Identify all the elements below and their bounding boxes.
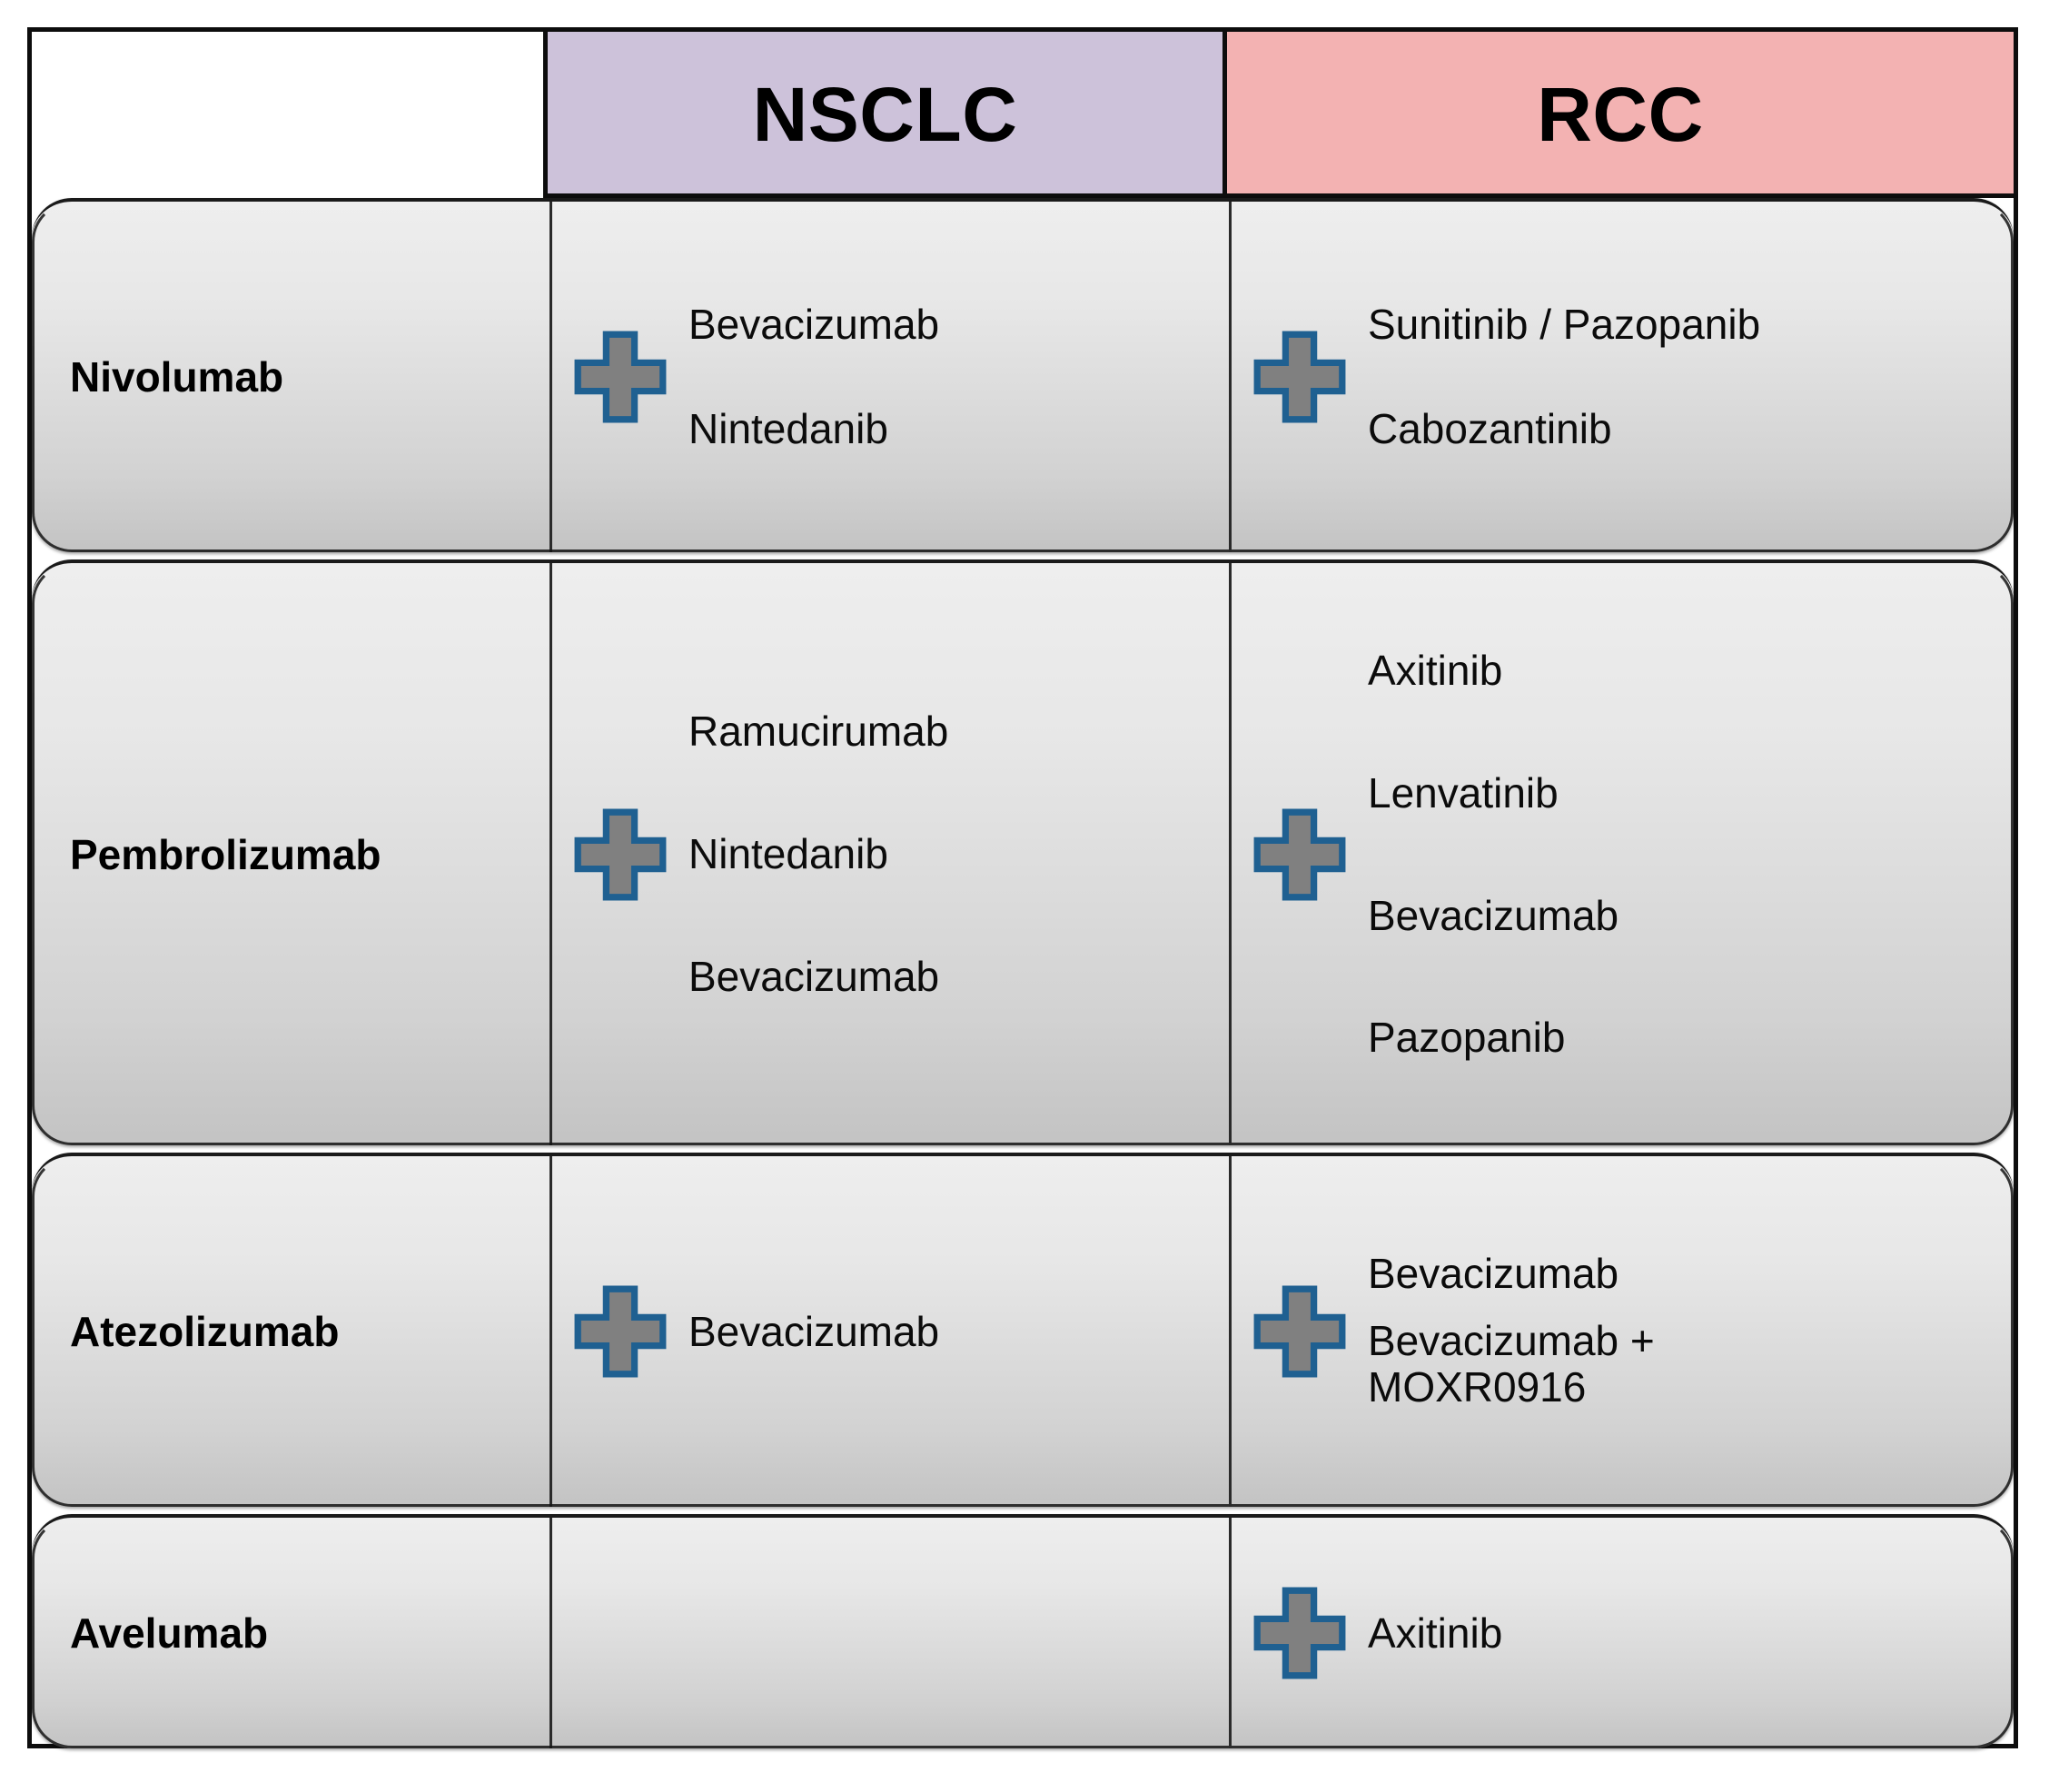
cell-rcc: Sunitinib / Pazopanib Cabozantinib xyxy=(1232,202,2014,552)
agent-name: Bevacizumab xyxy=(688,952,940,1000)
plus-icon xyxy=(1253,1285,1346,1378)
plus-icon-wrap xyxy=(1232,807,1368,902)
agent-list: Bevacizumab Nintedanib xyxy=(688,302,1229,451)
plus-icon xyxy=(574,1285,667,1378)
row-drug-label-cell: Nivolumab xyxy=(32,202,552,552)
header-label-nsclc: NSCLC xyxy=(752,72,1018,157)
header-cell-blank xyxy=(32,32,548,198)
cell-nsclc: Ramucirumab Nintedanib Bevacizumab xyxy=(552,563,1232,1145)
agent-name: Sunitinib / Pazopanib xyxy=(1368,301,1761,349)
table-body: Nivolumab Bevacizumab Nintedanib xyxy=(32,198,2014,1748)
drug-name: Nivolumab xyxy=(70,353,284,401)
table-row: Pembrolizumab Ramucirumab Nintedanib Bev… xyxy=(32,559,2014,1145)
agent-name: Cabozantinib xyxy=(1368,405,1612,452)
header-cell-nsclc: NSCLC xyxy=(548,32,1227,198)
plus-icon-wrap xyxy=(552,1284,688,1379)
agent-name: Nintedanib xyxy=(688,830,888,878)
agent-name: Pazopanib xyxy=(1368,1014,1566,1062)
drug-name: Pembrolizumab xyxy=(70,830,381,878)
row-drug-label-cell: Atezolizumab xyxy=(32,1156,552,1507)
agent-list: Ramucirumab Nintedanib Bevacizumab xyxy=(688,709,1229,998)
plus-icon xyxy=(574,331,667,423)
row-drug-label-cell: Pembrolizumab xyxy=(32,563,552,1145)
table-row: Avelumab Axitinib xyxy=(32,1514,2014,1748)
agent-list: Axitinib xyxy=(1368,1609,2014,1657)
plus-icon-wrap xyxy=(1232,330,1368,424)
agent-list: Axitinib Lenvatinib Bevacizumab Pazopani… xyxy=(1368,648,2014,1060)
drug-name: Avelumab xyxy=(70,1609,269,1657)
header-cell-rcc: RCC xyxy=(1227,32,2014,198)
agent-name: Bevacizumab xyxy=(688,1307,940,1355)
agent-name: Bevacizumab xyxy=(1368,1250,1619,1298)
header-label-rcc: RCC xyxy=(1537,72,1704,157)
table-header-row: NSCLC RCC xyxy=(32,32,2014,198)
cell-rcc: Axitinib Lenvatinib Bevacizumab Pazopani… xyxy=(1232,563,2014,1145)
plus-icon xyxy=(1253,331,1346,423)
cell-nsclc xyxy=(552,1518,1232,1748)
agent-list: Bevacizumab Bevacizumab + MOXR0916 xyxy=(1368,1252,2014,1411)
agent-name: Axitinib xyxy=(1368,647,1503,694)
agent-name: Bevacizumab xyxy=(688,301,940,349)
combination-therapy-table: NSCLC RCC Nivolumab xyxy=(27,27,2018,1748)
drug-name: Atezolizumab xyxy=(70,1308,340,1355)
table-row: Nivolumab Bevacizumab Nintedanib xyxy=(32,198,2014,552)
agent-name: Axitinib xyxy=(1368,1609,1503,1657)
plus-icon xyxy=(1253,808,1346,900)
agent-list: Sunitinib / Pazopanib Cabozantinib xyxy=(1368,302,2014,451)
agent-name: Nintedanib xyxy=(688,405,888,452)
plus-icon-wrap xyxy=(552,330,688,424)
table-row: Atezolizumab Bevacizumab xyxy=(32,1153,2014,1507)
cell-nsclc: Bevacizumab Nintedanib xyxy=(552,202,1232,552)
agent-name: Lenvatinib xyxy=(1368,768,1559,817)
plus-icon-wrap xyxy=(552,807,688,902)
cell-rcc: Bevacizumab Bevacizumab + MOXR0916 xyxy=(1232,1156,2014,1507)
plus-icon-wrap xyxy=(1232,1586,1368,1680)
agent-list: Bevacizumab xyxy=(688,1307,1229,1355)
plus-icon-wrap xyxy=(1232,1284,1368,1379)
cell-rcc: Axitinib xyxy=(1232,1518,2014,1748)
agent-name: Ramucirumab xyxy=(688,708,949,756)
plus-icon xyxy=(1253,1587,1346,1679)
row-drug-label-cell: Avelumab xyxy=(32,1518,552,1748)
header-bottom-rule xyxy=(548,193,2014,198)
agent-name: Bevacizumab xyxy=(1368,891,1619,939)
plus-icon xyxy=(574,808,667,900)
cell-nsclc: Bevacizumab xyxy=(552,1156,1232,1507)
agent-name: Bevacizumab + MOXR0916 xyxy=(1368,1316,1655,1411)
